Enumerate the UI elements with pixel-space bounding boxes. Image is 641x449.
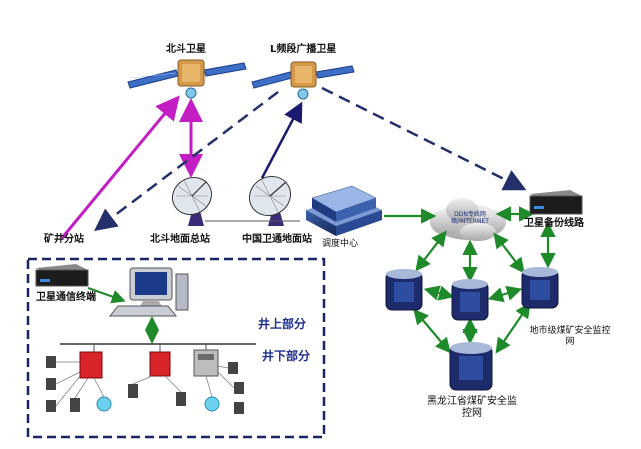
label-lband-satellite: L频段广播卫星 <box>270 44 337 55</box>
sensor-icon <box>234 382 244 394</box>
label-backup-line: 卫星备份线路 <box>524 218 584 229</box>
label-above-ground: 井上部分 <box>258 317 307 331</box>
computer-workstation-icon <box>108 267 189 317</box>
red-substation-icon <box>149 351 171 377</box>
sensor-icon <box>234 402 244 414</box>
label-mine-substation: 矿井分站 <box>44 234 84 245</box>
beidou-satellite-icon <box>127 59 247 99</box>
cabinet-icon <box>193 349 219 377</box>
camera-icon <box>204 396 220 412</box>
label-city-monitor: 地市级煤矿安全监控网 <box>529 326 611 347</box>
label-beidou-satellite: 北斗卫星 <box>166 44 206 55</box>
mine-system-box <box>26 257 326 439</box>
monitor-station-icon <box>451 279 489 321</box>
link-lband-to-backup-dashed <box>321 86 527 191</box>
beidou-ground-dish-icon <box>171 176 213 226</box>
green-links <box>384 206 556 354</box>
province-monitor-station-icon <box>449 342 493 391</box>
sensor-icon <box>128 384 138 398</box>
sensor-icon <box>176 392 186 406</box>
label-province-monitor: 黑龙江省煤矿安全监控网 <box>427 396 517 419</box>
lband-satellite-icon <box>251 61 355 100</box>
terminal-to-computer-link <box>87 287 126 304</box>
sensor-icon <box>46 378 56 390</box>
satellite-terminal-icon <box>35 264 89 287</box>
backup-line-device-icon <box>529 190 583 215</box>
monitor-station-icon <box>521 267 559 309</box>
sensor-icon <box>46 356 56 368</box>
sensor-icon <box>70 398 80 412</box>
dispatch-center-building-icon <box>306 185 382 236</box>
label-cloud-network: DDN专线网络/INTERNET <box>451 211 489 225</box>
camera-icon <box>96 396 112 412</box>
sensor-icon <box>46 400 56 412</box>
link-ground-to-lband <box>260 101 303 179</box>
red-substation-icon <box>79 351 103 379</box>
underground-equipment <box>46 344 244 414</box>
sensor-icon <box>228 362 238 374</box>
label-beidou-ground: 北斗地面总站 <box>150 234 210 245</box>
label-china-ground: 中国卫通地面站 <box>242 234 312 245</box>
link-mine-to-beidou <box>60 95 180 239</box>
label-dispatch-center: 调度中心 <box>322 239 359 249</box>
china-ground-dish-icon <box>248 175 292 226</box>
label-underground: 井下部分 <box>262 349 311 363</box>
monitor-station-icon <box>385 269 423 311</box>
label-satellite-terminal: 卫星通信终端 <box>36 292 96 303</box>
